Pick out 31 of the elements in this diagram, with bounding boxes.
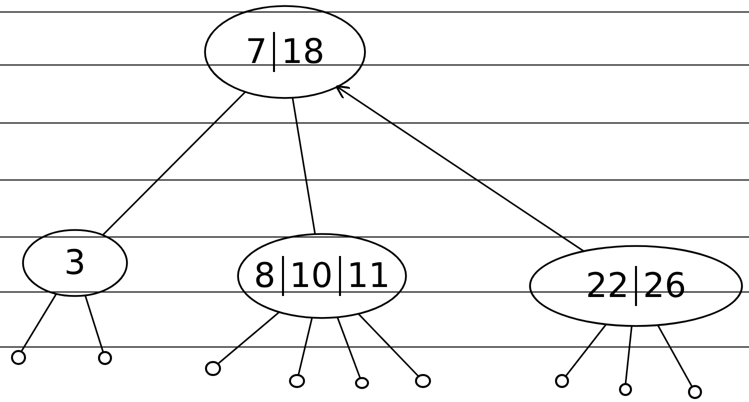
tree-link-line	[358, 313, 420, 377]
tree-link-line	[292, 98, 316, 234]
tree-link-line	[565, 324, 607, 377]
tree-link-line	[298, 318, 313, 376]
circle-leaf	[556, 375, 568, 387]
key-value: 3	[63, 243, 87, 283]
tree-node-ellipse	[205, 6, 365, 98]
circle-leaf	[620, 384, 630, 394]
tree-node-ellipse	[23, 230, 127, 296]
circle-leaf	[416, 375, 430, 387]
key-value: 11	[338, 256, 396, 296]
tree-node-ellipse	[530, 246, 742, 326]
tree-node-ellipse	[238, 234, 406, 318]
tree-link-line	[657, 324, 693, 388]
key-value: 18	[273, 32, 330, 72]
key-value: 7	[244, 32, 268, 72]
circle-leaf	[206, 362, 220, 374]
circle-leaf	[356, 378, 368, 388]
circle-leaf	[99, 352, 111, 364]
tree-link-line	[336, 317, 361, 378]
arrow	[335, 85, 584, 252]
key-value: 8	[252, 256, 277, 296]
circle-leaf	[290, 375, 304, 387]
tree-link-line	[102, 91, 246, 236]
circle-leaf	[12, 350, 24, 364]
key-value: 10	[282, 256, 339, 296]
circle-leaf	[689, 386, 701, 398]
tree-link-line	[218, 312, 280, 364]
tree-link-line	[84, 295, 104, 353]
tree-link-line	[20, 293, 57, 352]
tree-link-line	[624, 326, 633, 384]
